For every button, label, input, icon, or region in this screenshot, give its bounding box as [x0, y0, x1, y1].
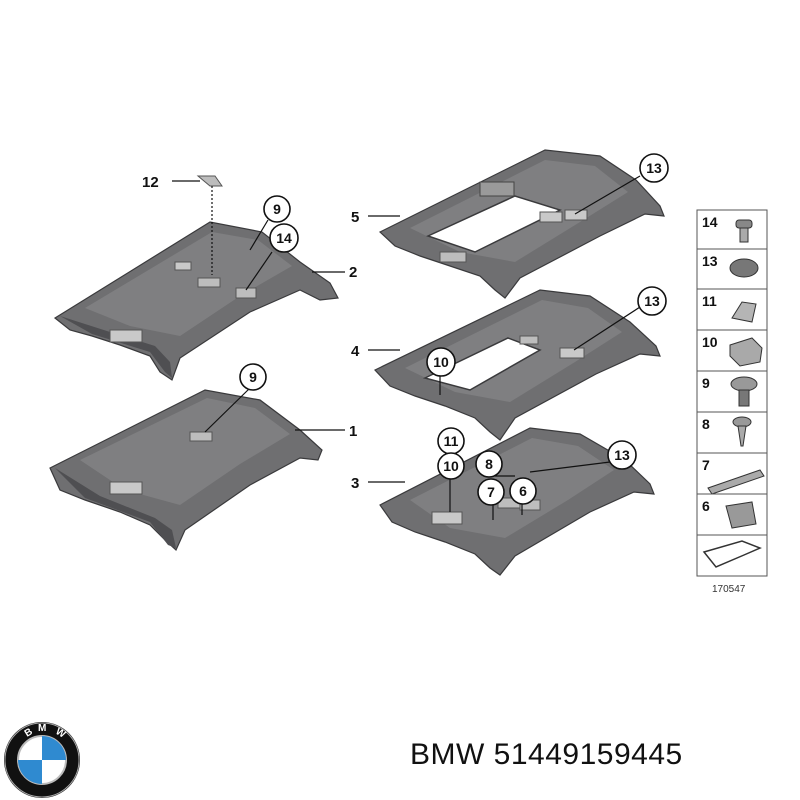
logo-blue-quadrant — [18, 760, 42, 784]
legend-label-10: 10 — [702, 334, 718, 350]
bmw-logo: B M W — [4, 722, 80, 798]
diagram-reference-number: 170547 — [712, 584, 746, 595]
callout-5: 5 — [351, 209, 359, 226]
legend-label-11: 11 — [702, 293, 717, 309]
legend-label-13: 13 — [702, 253, 718, 269]
legend-label-9: 9 — [702, 375, 710, 391]
callout-10-middle: 10 — [433, 354, 449, 370]
parts-legend: 14 13 11 10 9 8 7 6 — [696, 209, 768, 595]
bracket-clip-icon — [729, 337, 763, 367]
callouts: 12 2 1 5 4 3 9 14 9 13 13 10 11 10 8 13 … — [142, 153, 669, 506]
cable-holder-icon — [707, 469, 765, 495]
leader-lines — [172, 175, 641, 520]
headliner-panel-1 — [49, 389, 323, 551]
clip-nut-icon — [731, 301, 757, 323]
legend-label-8: 8 — [702, 416, 710, 432]
callout-1: 1 — [349, 423, 357, 440]
headliner-panel-4 — [374, 289, 661, 441]
logo-letter-m: M — [38, 723, 46, 734]
callout-3: 3 — [351, 475, 359, 492]
callout-13-top: 13 — [646, 160, 662, 176]
callout-7: 7 — [487, 484, 495, 500]
callout-9-lower: 9 — [249, 369, 257, 385]
part-number: 51449159445 — [493, 738, 683, 771]
legend-label-7: 7 — [702, 457, 710, 473]
retainer-clip-icon — [725, 501, 757, 529]
callout-2: 2 — [349, 264, 357, 281]
headliner-panel-5 — [378, 149, 665, 299]
part-caption: BMW 51449159445 — [410, 738, 683, 772]
brand-name: BMW — [410, 738, 485, 771]
callout-8: 8 — [485, 456, 493, 472]
callout-13-lower: 13 — [614, 447, 630, 463]
callout-6: 6 — [519, 483, 527, 499]
screw-icon — [732, 416, 752, 447]
callout-10-lower: 10 — [443, 458, 459, 474]
headliner-panel-2 — [53, 221, 339, 381]
callout-12: 12 — [142, 174, 159, 191]
callout-9-upper: 9 — [273, 201, 281, 217]
logo-blue-quadrant — [42, 736, 66, 760]
direction-arrow-icon — [702, 540, 762, 568]
callout-14: 14 — [276, 230, 292, 246]
callout-13-middle: 13 — [644, 293, 660, 309]
logo-letter-b: B — [23, 726, 35, 739]
grommet-icon — [729, 258, 759, 278]
callout-11: 11 — [444, 433, 459, 449]
legend-label-14: 14 — [702, 214, 718, 230]
push-rivet-icon — [735, 219, 753, 243]
expanding-rivet-icon — [730, 376, 758, 407]
callout-4: 4 — [351, 343, 360, 360]
legend-label-6: 6 — [702, 498, 710, 514]
